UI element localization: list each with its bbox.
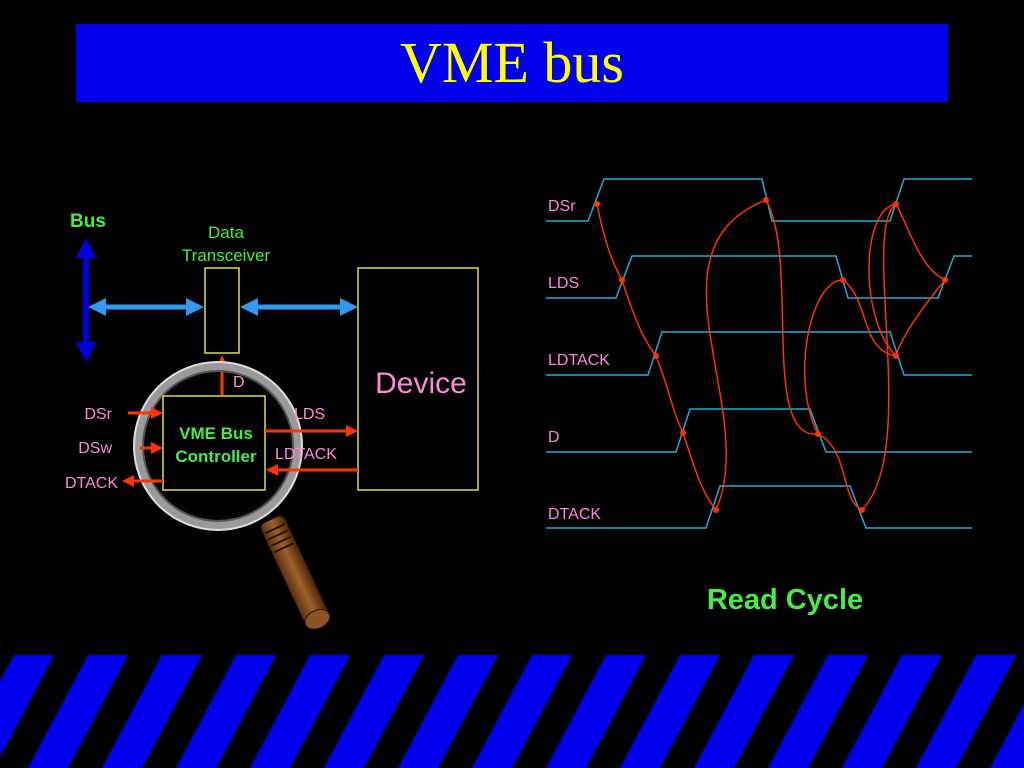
arc-dsr-lds-fall: [765, 199, 819, 435]
waveform-d: [546, 408, 972, 453]
timing-label-dtack: DTACK: [548, 506, 601, 523]
arc-d-fall: [817, 433, 863, 511]
ldtack-label: LDTACK: [275, 446, 337, 463]
arc-lds-ldtack: [621, 279, 657, 357]
footer-stripe: [586, 655, 680, 768]
transceiver-label-line2: Transceiver: [182, 246, 271, 265]
dsw-label: DSw: [78, 440, 112, 457]
bus-label: Bus: [70, 211, 106, 232]
footer-stripe: [364, 655, 458, 768]
footer-stripe: [956, 655, 1024, 768]
lds-arrow: [265, 425, 358, 437]
read-cycle-caption: Read Cycle: [707, 584, 863, 616]
footer-stripe: [142, 655, 236, 768]
arc-ldtack-fall: [842, 279, 897, 357]
footer-stripe: [216, 655, 310, 768]
waveform-ldtack: [546, 331, 972, 376]
controller-box: [162, 395, 266, 491]
slide-title: VME bus: [400, 30, 624, 95]
footer-stripe: [68, 655, 162, 768]
dtack-arrow: [122, 475, 163, 487]
arc-ldtack-lds: [868, 203, 897, 357]
arc-dsr-rise: [895, 203, 946, 281]
controller-label-line2: Controller: [175, 447, 257, 466]
dtack-label: DTACK: [65, 475, 118, 492]
dsw-arrow: [140, 442, 163, 454]
arc-dsr-lds: [596, 203, 623, 281]
transceiver-to-device-arrow: [240, 298, 358, 316]
arc-d-dtack: [682, 432, 717, 511]
waveform-dtack: [546, 485, 972, 529]
timing-label-d: D: [548, 429, 560, 446]
causality-dots: [594, 197, 948, 513]
bus-to-transceiver-arrow: [88, 298, 204, 316]
arc-lds-ldtack-rise: [895, 279, 946, 357]
timing-label-lds: LDS: [548, 275, 579, 292]
timing-label-dsr: DSr: [548, 198, 576, 215]
dsr-label: DSr: [84, 406, 112, 423]
bus-arrow: [76, 238, 96, 362]
waveform-dsr: [546, 178, 972, 222]
footer-stripe: [734, 655, 828, 768]
transceiver-label-line1: Data: [208, 223, 244, 242]
timing-label-ldtack: LDTACK: [548, 352, 610, 369]
arc-lds-fall: [804, 279, 844, 435]
device-label: Device: [375, 367, 467, 400]
footer-stripe: [660, 655, 754, 768]
transceiver-box: [204, 267, 240, 354]
title-bar: VME bus: [76, 24, 948, 102]
footer-stripe: [512, 655, 606, 768]
arc-dtack-dsr: [705, 199, 767, 511]
footer-stripe: [0, 655, 88, 768]
footer-stripe: [0, 655, 14, 682]
footer-stripe: [290, 655, 384, 768]
arc-dtack-fall: [861, 203, 897, 511]
device-box: [357, 267, 479, 491]
footer-stripe: [808, 655, 902, 768]
striped-footer: [0, 655, 1024, 768]
arc-ldtack-d: [655, 355, 684, 434]
waveform-lds: [546, 255, 972, 299]
lds-label: LDS: [294, 406, 325, 423]
ldtack-arrow: [266, 464, 358, 476]
footer-stripe: [882, 655, 976, 768]
footer-stripe: [438, 655, 532, 768]
controller-label-line1: VME Bus: [179, 424, 253, 443]
dsr-arrow: [128, 407, 163, 419]
